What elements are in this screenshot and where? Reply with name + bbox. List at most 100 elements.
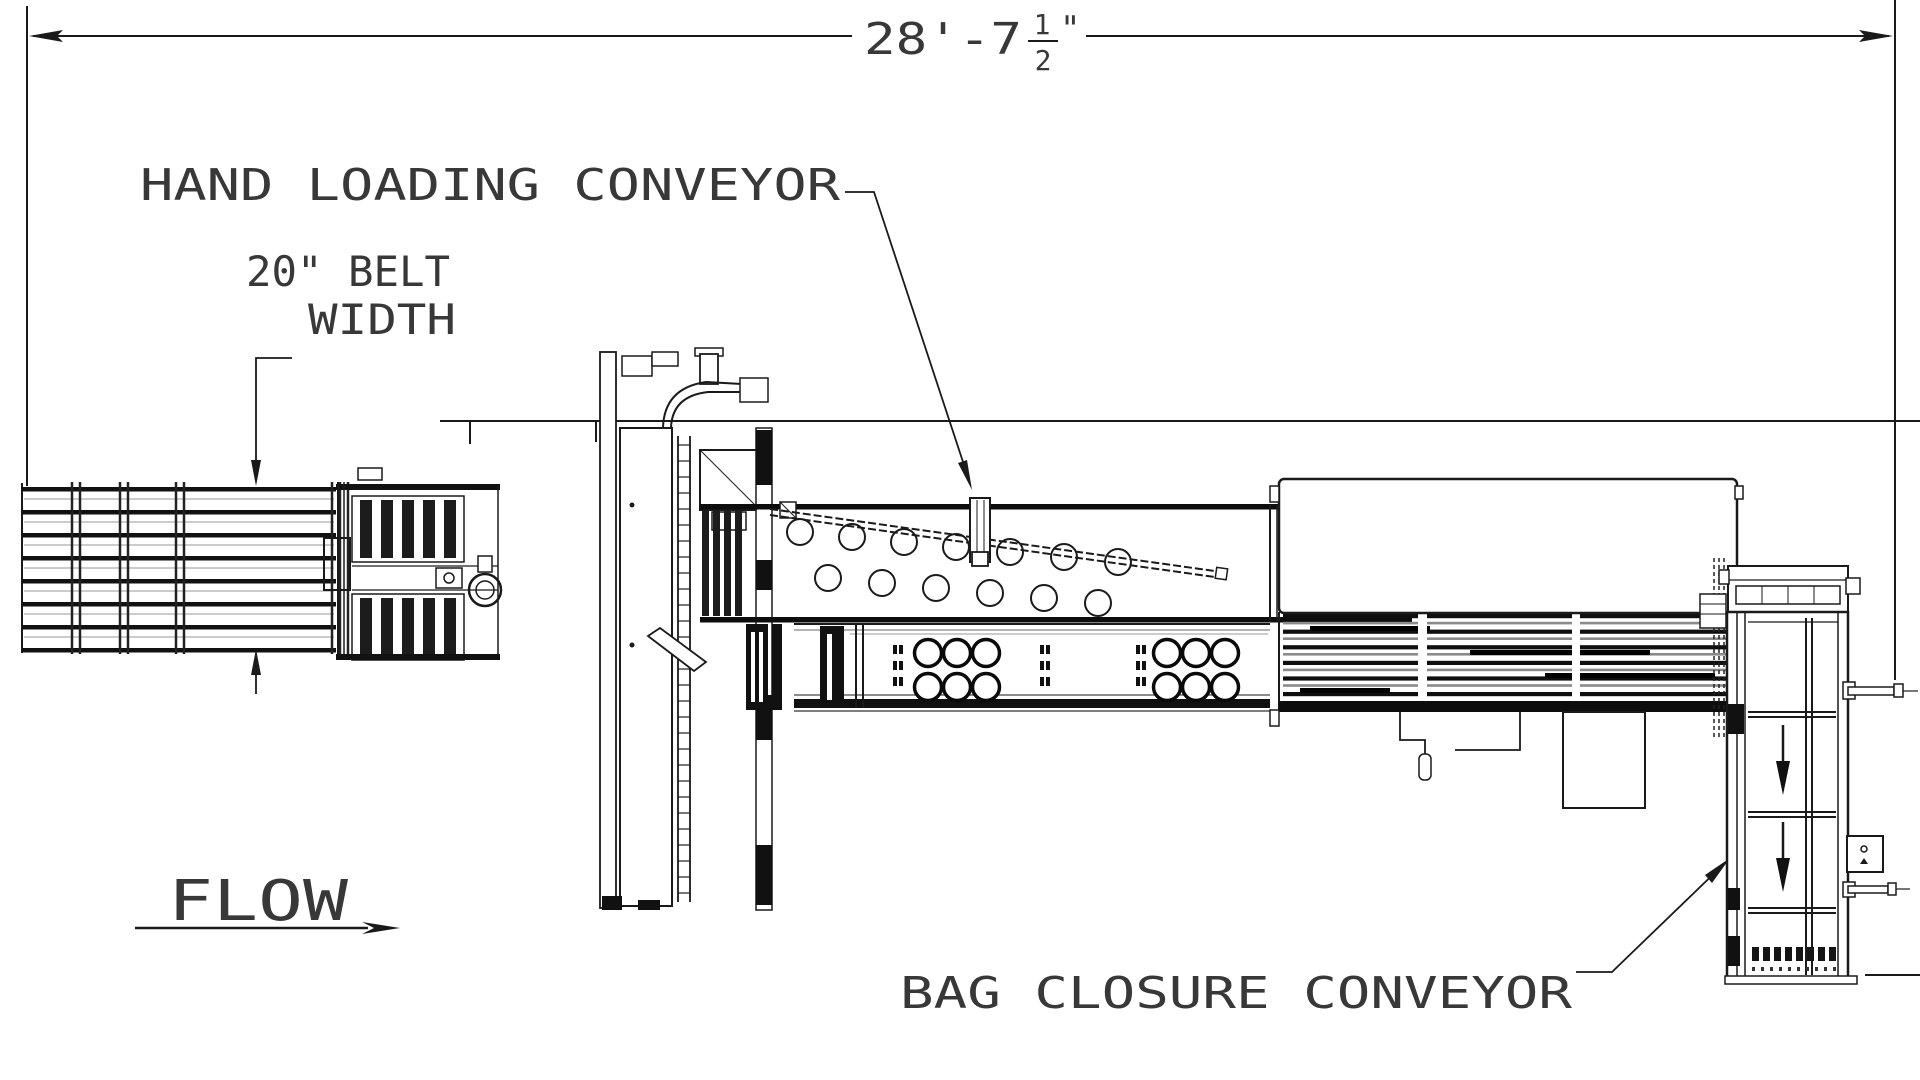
hash-mark [1136, 677, 1140, 686]
bag-closure-conveyor [1699, 558, 1920, 985]
vent-slat [381, 500, 393, 558]
bcc-control-box [1846, 835, 1884, 873]
tower-rack-ticks [678, 444, 690, 894]
lower-belt-bottom-bar [794, 699, 1270, 708]
machine-slat [1283, 660, 1733, 665]
machine-slat [1283, 692, 1733, 697]
grille-slat [724, 511, 731, 616]
machine-slat [1283, 684, 1733, 687]
incline-rail-end-tick [1214, 566, 1229, 581]
hash-mark [1046, 661, 1050, 670]
hash-mark [1040, 661, 1044, 670]
hash-mark [1046, 645, 1050, 654]
machine-slat-dark-segment [1470, 650, 1650, 655]
can-circle [1151, 671, 1183, 703]
belt-width-arrow-down [251, 460, 261, 486]
can-circle [1209, 637, 1241, 669]
hand-loading-label-group: HAND LOADING CONVEYOR [140, 160, 972, 490]
incline-hole [814, 564, 842, 592]
hash-mark [1040, 645, 1044, 654]
can-circle [941, 671, 973, 703]
incline-hole [942, 533, 970, 561]
hash-mark [899, 677, 903, 686]
drive-module-top-bump [357, 467, 383, 481]
hash-mark [899, 645, 903, 654]
can-circle [1151, 637, 1183, 669]
incline-bottom-edge [700, 617, 1412, 623]
incline-holes [786, 518, 1132, 617]
grille-slat [735, 511, 742, 616]
tower-top-box-2 [651, 351, 679, 367]
can-circle [912, 671, 944, 703]
dimension-fraction-numerator: 1 [1034, 8, 1051, 41]
cover-tab-top [1269, 485, 1280, 503]
belt-width-arrow-up [251, 649, 261, 675]
hash-mark [893, 645, 897, 654]
infeed-lane-bar [22, 625, 336, 630]
machine-slat-dark-segment [1545, 673, 1715, 678]
flow-label: FLOW [168, 869, 348, 934]
hand-loading-leader-arrow [958, 460, 972, 490]
down-arrow-head [1776, 858, 1790, 892]
tower-back-plate [599, 351, 617, 909]
under-hopper-box [1562, 711, 1646, 809]
bcc-housing-cap-left [1718, 569, 1730, 585]
dimension-arrow-left [29, 30, 63, 42]
incline-rail-upper [769, 508, 1223, 573]
hash-mark [1040, 677, 1044, 686]
vent-slat [444, 500, 456, 558]
hand-loading-conveyor-label: HAND LOADING CONVEYOR [140, 160, 841, 211]
infeed-lane-bar [22, 579, 336, 584]
drive-module-small-box [435, 567, 463, 589]
bcc-frame [1725, 610, 1850, 980]
incline-hole [1030, 584, 1058, 612]
infeed-lane-bar [22, 556, 336, 561]
vent-slat [360, 598, 372, 656]
belt-width-label-line1: 20" BELT [246, 247, 450, 296]
machine-slat [1283, 629, 1733, 634]
infeed-lane-bar [22, 648, 336, 653]
bcc-housing-cap-right [1845, 577, 1861, 595]
can-circle [1180, 637, 1212, 669]
machine-slat-dark-segment [1300, 688, 1390, 693]
can-circle [912, 637, 944, 669]
incline-hole [838, 523, 866, 551]
tower-main-plate [619, 427, 673, 907]
vent-slat [360, 500, 372, 558]
slat-end-strip [1713, 558, 1725, 738]
incline-post-clamp [971, 551, 989, 567]
incline-hole [996, 538, 1024, 566]
hash-mark [1136, 661, 1140, 670]
vent-slat [423, 500, 435, 558]
hash-mark [1142, 677, 1146, 686]
hash-mark [899, 661, 903, 670]
can-circle [941, 637, 973, 669]
closing-machine-top-cover [1277, 477, 1739, 615]
bag-closure-label-group: BAG CLOSURE CONVEYOR [900, 858, 1730, 1019]
incline-hole [868, 569, 896, 597]
infeed-conveyor [21, 482, 351, 654]
infeed-lane-bar [22, 533, 336, 538]
closing-machine [1269, 477, 1744, 809]
incline-hole [976, 579, 1004, 607]
grille-slat [702, 511, 709, 616]
hand-loading-leader-line [845, 191, 968, 475]
dimension-text: 28'-7 [864, 14, 1022, 65]
cover-tab-bottom [1269, 709, 1280, 727]
cover-tab-right [1734, 485, 1744, 500]
infeed-lane-bar [22, 602, 336, 607]
drive-module-knob [443, 572, 455, 584]
machine-slat [1283, 676, 1733, 681]
hash-mark [1136, 645, 1140, 654]
bag-closure-leader-arrow [1705, 858, 1730, 883]
machine-slat-gap [1572, 612, 1580, 700]
bcc-direction-arrows [1776, 725, 1790, 892]
pipe-fitting-box [739, 377, 769, 403]
under-bracket-1 [1399, 712, 1426, 762]
under-bracket-capsule [1418, 753, 1432, 781]
belt-width-label-line2: WIDTH [308, 295, 456, 344]
incline-left-grille [702, 511, 742, 616]
bcc-crossbars [1748, 711, 1836, 914]
tower-top-box-1 [621, 355, 653, 377]
flow-arrow-head [362, 922, 400, 934]
